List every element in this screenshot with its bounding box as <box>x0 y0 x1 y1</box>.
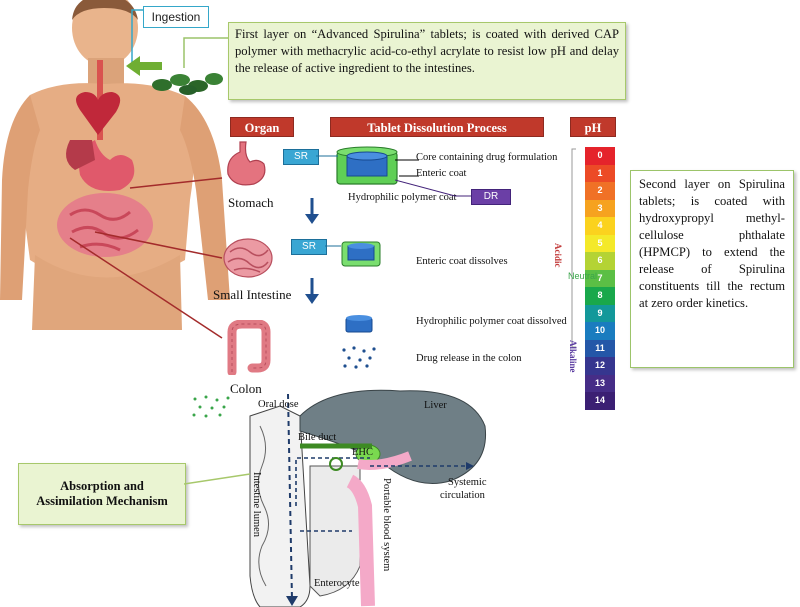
systemic-circulation-label-1: Systemic <box>448 477 487 488</box>
sr-connector-1 <box>316 155 338 157</box>
oral-dose-path <box>287 393 293 601</box>
ph-cell-8: 8 <box>585 287 615 305</box>
enteric-coat-label: Enteric coat <box>416 168 467 179</box>
absorbed-particles-dots <box>192 395 230 418</box>
ehc-label: EHC <box>352 447 373 458</box>
ingestion-label: Ingestion <box>143 6 209 28</box>
right-arm <box>180 96 230 300</box>
absorption-connector <box>184 473 251 485</box>
small-intestine-icon <box>223 238 273 278</box>
ingestion-arrow-icon <box>126 56 162 76</box>
ph-alkaline-label: Alkaline <box>568 340 578 373</box>
sr-tag-stomach: SR <box>283 149 319 165</box>
tablet-core-only-icon <box>345 315 373 333</box>
enteric-dissolves-label: Enteric coat dissolves <box>416 256 508 267</box>
header-tablet-dissolution: Tablet Dissolution Process <box>330 117 544 137</box>
ph-cell-3: 3 <box>585 199 615 217</box>
absorption-title-line2: Assimilation Mechanism <box>36 494 168 508</box>
absorption-mechanism-box: Absorption and Assimilation Mechanism <box>18 463 186 525</box>
left-arm <box>0 95 40 300</box>
liver-organ <box>66 140 95 170</box>
absorption-title-line1: Absorption and <box>60 479 144 493</box>
ph-cell-2: 2 <box>585 182 615 200</box>
colon-icon <box>227 320 271 375</box>
header-ph: pH <box>570 117 616 137</box>
ehc-loop-path <box>295 457 370 506</box>
ph-cell-12: 12 <box>585 357 615 375</box>
down-arrow-1-icon <box>305 198 319 224</box>
intestine-folds-lines <box>258 425 269 587</box>
spirulina-tablets-icon <box>152 73 223 95</box>
ph-cell-9: 9 <box>585 304 615 322</box>
sr-tag-intestine: SR <box>291 239 327 255</box>
ph-cell-1: 1 <box>585 164 615 182</box>
down-arrow-2-icon <box>305 278 319 304</box>
hydrophilic-dissolved-label: Hydrophilic polymer coat dissolved <box>416 316 567 327</box>
enterocyte-label: Enterocyte <box>314 578 360 589</box>
bile-duct-label: Bile duct <box>298 432 337 443</box>
hair <box>72 0 138 20</box>
oral-dose-label: Oral dose <box>258 399 299 410</box>
ph-cell-6: 6 <box>585 252 615 270</box>
ph-cell-10: 10 <box>585 322 615 340</box>
core-label: Core containing drug formulation <box>416 152 558 163</box>
organ-stomach-label: Stomach <box>228 195 274 210</box>
organ-colon-label: Colon <box>230 381 262 396</box>
first-layer-description: First layer on “Advanced Spirulina” tabl… <box>228 22 626 100</box>
human-body-illustration <box>0 0 230 330</box>
ph-scale-bracket <box>571 148 576 348</box>
drug-release-dots <box>342 346 376 369</box>
ph-cell-0: 0 <box>585 147 615 165</box>
ph-neutral-label: Neutral <box>568 271 598 281</box>
ph-cell-4: 4 <box>585 217 615 235</box>
ehc-cycle-icon <box>329 457 343 471</box>
tablet-enteric-dissolved-icon <box>341 241 381 267</box>
sr-connector-2 <box>325 245 341 247</box>
dr-tag: DR <box>471 189 511 205</box>
hydrophilic-coat-label: Hydrophilic polymer coat <box>348 192 457 203</box>
second-layer-description: Second layer on Spirulina tablets; is co… <box>630 170 794 368</box>
portal-blood-vessel <box>346 474 375 607</box>
drug-release-label: Drug release in the colon <box>416 353 522 364</box>
ingestion-connector <box>131 9 144 63</box>
liver-label: Liver <box>424 400 447 411</box>
ph-cell-13: 13 <box>585 374 615 392</box>
stomach-icon <box>227 141 266 186</box>
ph-cell-11: 11 <box>585 339 615 357</box>
header-organ: Organ <box>230 117 294 137</box>
heart <box>76 92 121 135</box>
tablet-full-coated-icon <box>336 146 398 185</box>
hips <box>32 255 182 330</box>
portal-blood-system-label: Portable blood system <box>381 478 392 572</box>
tablet-label-lines <box>395 159 419 177</box>
organ-connector-lines <box>69 177 223 339</box>
first-layer-connector <box>183 37 230 68</box>
ph-acidic-label: Acidic <box>553 243 563 268</box>
absorption-diagram <box>249 389 487 607</box>
ph-cell-7: 7 <box>585 269 615 287</box>
systemic-circulation-label-2: circulation <box>440 490 485 501</box>
dr-connector <box>395 179 471 197</box>
ph-cell-5: 5 <box>585 234 615 252</box>
head <box>72 0 138 66</box>
organ-small-intestine-label: Small Intestine <box>213 287 292 302</box>
neck <box>88 58 124 88</box>
ph-cell-14: 14 <box>585 392 615 410</box>
